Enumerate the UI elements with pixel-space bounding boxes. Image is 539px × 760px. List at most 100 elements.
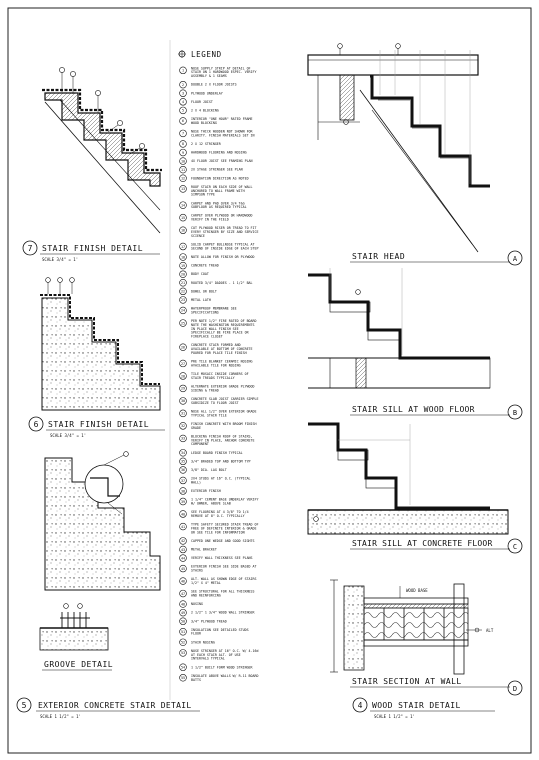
legend-number: 10 [181,159,185,163]
legend-number: 5 [182,109,184,113]
legend-number-bubble [179,384,187,393]
legend-number: 51 [181,630,185,634]
detail-b-drawing [308,268,491,389]
legend-number: 18 [181,255,185,259]
legend-number-bubble [179,106,187,115]
legend-item-text: EXTERIOR FINISH [191,489,221,493]
legend-number-bubble [179,554,187,562]
legend-number-bubble [179,270,187,278]
legend-number: 11 [181,168,185,172]
legend-number-bubble [179,287,187,296]
legend-number: 4 [182,100,184,104]
legend-number-bubble [179,466,187,474]
legend-number-bubble [179,343,187,351]
legend-number-bubble [179,564,187,573]
legend-number-bubble [179,422,187,430]
legend-number: 37 [181,479,185,483]
detail-6-number-bubble [28,416,44,432]
detail-c-drawing [307,422,509,535]
legend-number: 28 [181,374,185,378]
legend-number: 17 [181,245,185,249]
detail-a-letter: A [513,255,518,263]
legend-number: 38 [181,489,185,493]
legend-number: 8 [182,142,184,146]
legend-item-text: 1 1/2" BUILT FORM WOOD STRINGER [191,665,253,669]
legend-number-bubble [179,213,187,222]
legend-number: 26 [181,345,185,349]
legend-number: 36 [181,468,185,472]
detail-d-letter: D [513,685,517,693]
detail-5-drawing [44,451,161,591]
legend-number-bubble [179,185,187,193]
legend-number: 42 [181,539,185,543]
legend-number: 23 [181,298,185,302]
legend-number: 22 [181,290,185,294]
legend-item-text: LEDGE BOARD FINISH TYPICAL [191,451,243,455]
legend-number: 44 [181,556,185,560]
legend-number: 50 [181,620,185,624]
legend-number-bubble [179,319,187,327]
legend-number: 30 [181,399,185,403]
legend-item-text: FLOOR JOIST [191,100,213,104]
detail-d-title-block: STAIR SECTION AT WALL D [350,677,523,696]
legend-number-bubble [179,537,187,545]
legend-number: 33 [181,437,185,441]
legend-number: 41 [181,525,185,529]
legend-item-text: 2 X 12 STRINGER [191,142,221,146]
legend-number: 46 [181,579,185,583]
legend-item-text: DOUBLE 2 X FLOOR JOISTS [191,83,237,87]
legend-item-text: 3/4" PLYWOOD TREAD [191,619,227,623]
legend-number-bubble [179,148,187,157]
detail-a-drawing [307,43,490,253]
legend-number-bubble [179,434,187,443]
detail-6-title: STAIR FINISH DETAIL [48,420,149,429]
legend-number: 20 [181,272,185,276]
legend-number: 25 [181,321,185,325]
detail-5-title-block: 5 EXTERIOR CONCRETE STAIR DETAIL SCALE 1… [16,697,200,719]
legend-number: 15 [181,216,185,220]
legend-number-bubble [179,359,187,368]
legend-item-text: FOUNDATION DIRECTION AS NOTED [191,176,249,180]
detail-7-drawing [42,67,162,234]
legend-item-text: BLOCKING FINISH ROOF OF STAIRS,VERIFY IN… [191,434,255,446]
detail-7-number-bubble [22,240,38,256]
detail-5-scale: SCALE 1 1/2" = 1' [40,714,81,719]
legend-number: 47 [181,592,185,596]
detail-6-title-block: 6 STAIR FINISH DETAIL SCALE 3/4" = 1' [28,416,165,438]
detail-d-title: STAIR SECTION AT WALL [352,677,462,686]
detail-b-title-block: STAIR SILL AT WOOD FLOOR B [350,404,523,420]
legend-number-bubble [179,628,187,636]
legend-number-bubble [179,510,187,518]
detail-4-number-bubble [352,697,368,713]
legend-item-text: DOWEL OR BOLT [191,289,217,293]
legend-number: 40 [181,512,185,516]
legend-number-bubble [179,129,187,138]
alt-note: ALT [486,628,494,633]
detail-a-title: STAIR HEAD [352,252,405,261]
legend-item-text: BODY COAT [191,272,209,276]
detail-4-title-block: 4 WOOD STAIR DETAIL SCALE 1 1/2" = 1' [352,697,495,719]
detail-c-title-block: STAIR SILL AT CONCRETE FLOOR C [350,538,523,554]
legend-number-bubble [179,279,187,287]
legend-number: 54 [181,666,185,670]
legend-number: 34 [181,451,185,455]
legend-number-bubble [179,649,187,657]
legend-number-bubble [179,638,187,646]
detail-d-letter-bubble [507,680,523,696]
legend-number-bubble [179,545,187,554]
legend-number-bubble [179,89,187,97]
legend-number-bubble [179,306,187,315]
legend-number: 49 [181,611,185,615]
detail-c-letter: C [513,543,517,551]
